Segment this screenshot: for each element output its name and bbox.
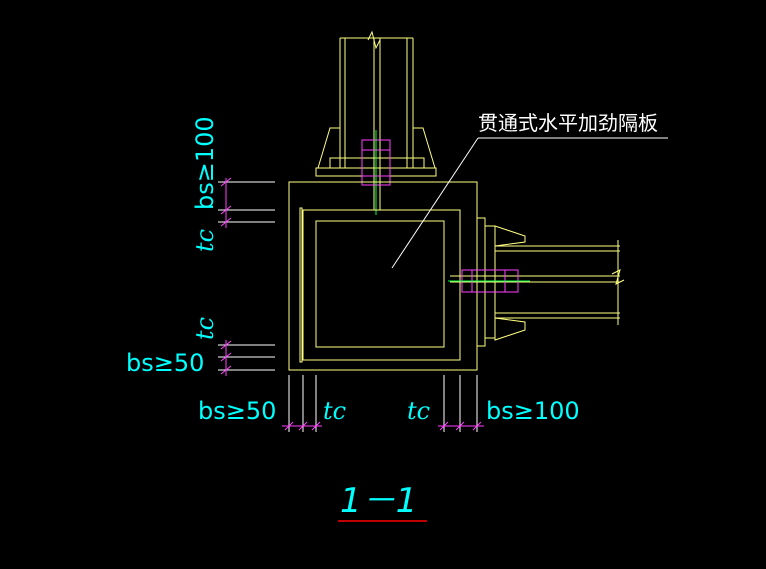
callout-label: 贯通式水平加劲隔板 xyxy=(478,111,658,135)
box-column xyxy=(288,181,478,371)
dim-bottom-left-tc: tc xyxy=(323,397,346,425)
bottom-dimension-lines xyxy=(288,375,478,432)
right-beam xyxy=(450,217,625,347)
bottom-dimension-ticks xyxy=(282,421,484,431)
left-dimension-lines xyxy=(218,181,275,371)
dim-left-top-tc: tc xyxy=(191,229,219,252)
section-title: 1－1 xyxy=(340,481,417,521)
callout-leader xyxy=(391,137,668,269)
dim-bottom-left-bs: bs≥50 xyxy=(198,397,276,425)
dim-left-top-bs: bs≥100 xyxy=(191,116,219,210)
dim-bottom-right-tc: tc xyxy=(407,397,430,425)
dim-left-bottom-bs: bs≥50 xyxy=(126,349,204,377)
dim-bottom-right-bs: bs≥100 xyxy=(486,397,580,425)
left-dimension-ticks xyxy=(220,177,232,376)
dim-left-bottom-tc: tc xyxy=(191,317,219,340)
